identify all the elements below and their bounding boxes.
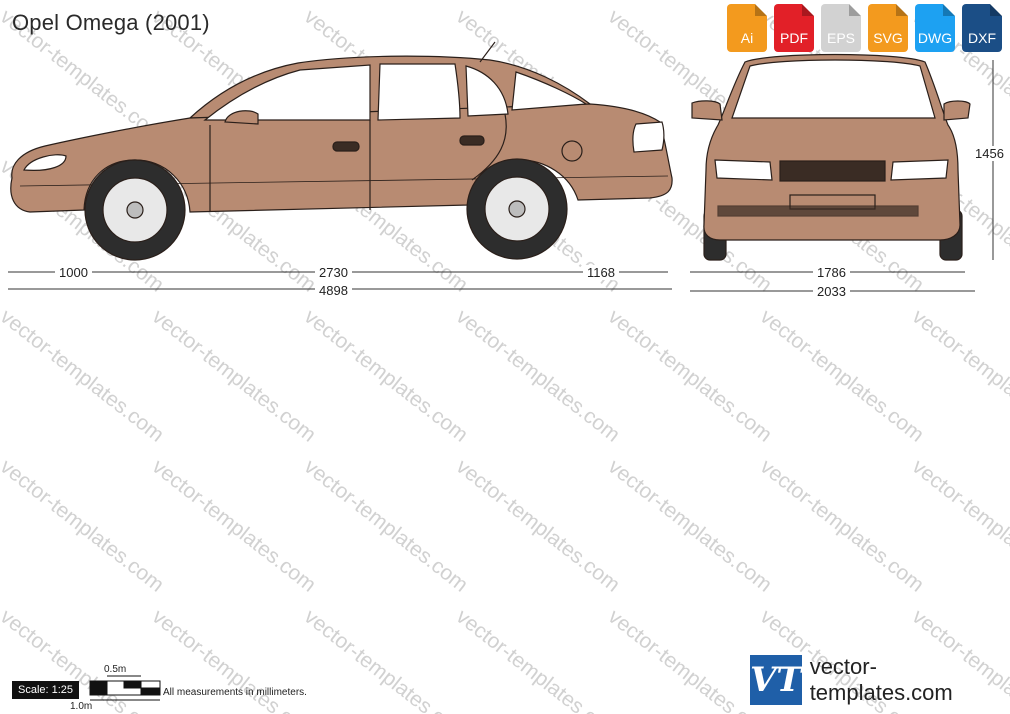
- format-dxf-button[interactable]: DXF: [962, 4, 1002, 52]
- brand-site-link[interactable]: vector-templates.com: [809, 654, 953, 705]
- brand-footer[interactable]: VT vector-templates.com: [750, 654, 1010, 706]
- vt-logo: VT: [750, 655, 802, 705]
- format-svg-button[interactable]: SVG: [868, 4, 908, 52]
- dimension-width: 2033: [813, 284, 850, 299]
- format-label: EPS: [826, 30, 855, 46]
- side-view: [10, 41, 673, 261]
- format-label: SVG: [873, 30, 903, 46]
- dimension-front-overhang: 1000: [55, 265, 92, 280]
- dimension-height: 1456: [971, 146, 1008, 161]
- scale-bar: [89, 675, 161, 701]
- format-label: PDF: [780, 30, 808, 46]
- format-ai-button[interactable]: Ai: [727, 4, 767, 52]
- format-eps-button[interactable]: EPS: [821, 4, 861, 52]
- dimension-length: 4898: [315, 283, 352, 298]
- format-label: DXF: [968, 30, 996, 46]
- format-buttons: Ai PDF EPS SVG DWG DXF: [727, 4, 1002, 52]
- format-label: DWG: [917, 30, 953, 46]
- dimension-wheelbase: 2730: [315, 265, 352, 280]
- front-view: [691, 53, 971, 261]
- scale-one-meter-label: 1.0m: [70, 701, 93, 712]
- scale-label: Scale: 1:25: [12, 681, 80, 699]
- page-title: Opel Omega (2001): [12, 10, 210, 35]
- format-label: Ai: [740, 30, 754, 46]
- dimension-rear-overhang: 1168: [583, 265, 619, 280]
- dimension-track: 1786: [813, 265, 850, 280]
- format-dwg-button[interactable]: DWG: [915, 4, 955, 52]
- scale-half-meter-label: 0.5m: [104, 664, 127, 675]
- format-pdf-button[interactable]: PDF: [774, 4, 814, 52]
- measurement-note: All measurements in millimeters.: [163, 687, 307, 698]
